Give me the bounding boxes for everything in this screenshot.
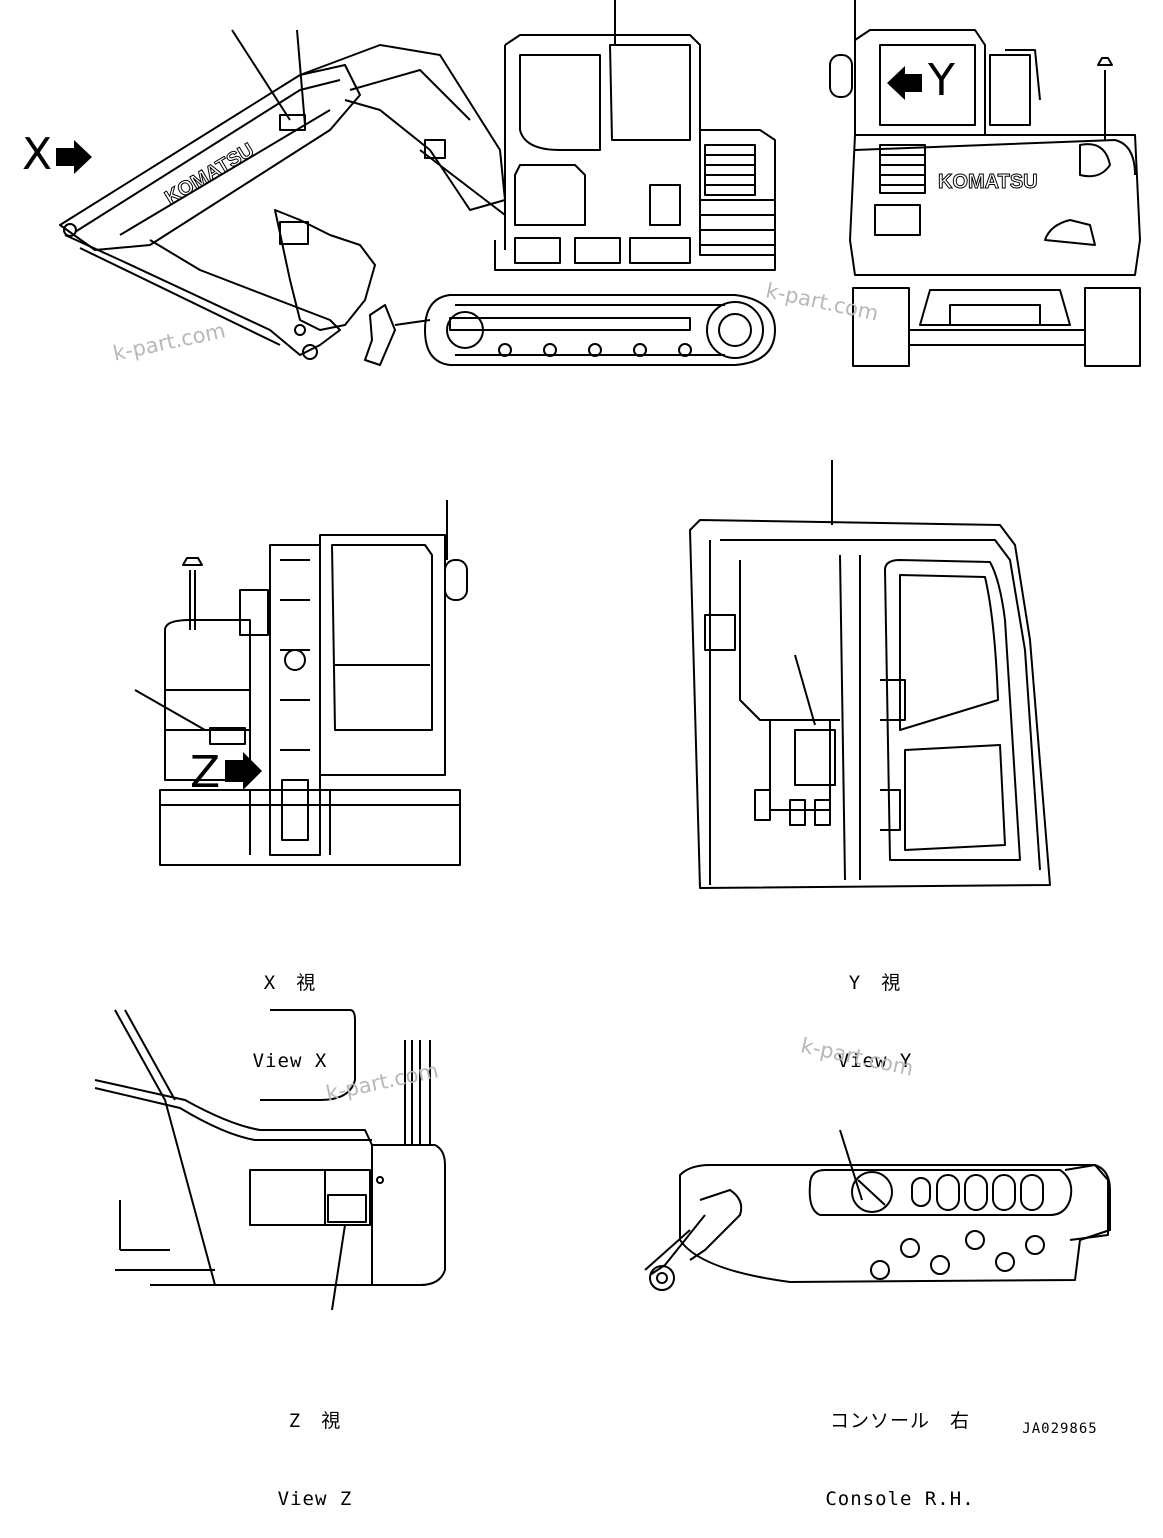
- view-x-drawing: [134, 500, 468, 866]
- caption-view-y: Y 視 View Y: [815, 918, 935, 1100]
- caption-view-x: X 視 View X: [230, 918, 350, 1100]
- excavator-side-view: [59, 0, 776, 366]
- excavator-rear-view: [829, 0, 1141, 367]
- arrow-y: [887, 66, 922, 100]
- marker-z: Z: [190, 747, 221, 798]
- marker-y: Y: [928, 55, 955, 106]
- caption-view-z-jp: Z 視: [288, 1410, 342, 1432]
- arrow-x: [56, 140, 92, 174]
- parts-diagram: KOMATSU KOMATSU: [56, 0, 1141, 1311]
- marker-x: X: [22, 129, 53, 180]
- caption-console-rh: コンソール 右 Console R.H.: [810, 1356, 990, 1538]
- console-rh-drawing: [644, 1129, 1111, 1291]
- caption-console-rh-en: Console R.H.: [825, 1488, 975, 1510]
- view-z-drawing: [94, 1009, 446, 1311]
- caption-view-z: Z 視 View Z: [255, 1356, 375, 1538]
- caption-view-x-jp: X 視: [263, 972, 317, 994]
- caption-view-y-jp: Y 視: [848, 972, 902, 994]
- caption-view-z-en: View Z: [277, 1488, 353, 1510]
- caption-console-rh-jp: コンソール 右: [829, 1410, 970, 1432]
- arrow-z: [225, 752, 262, 790]
- brand-label-rear: KOMATSU: [938, 171, 1038, 193]
- view-y-drawing: [689, 460, 1051, 889]
- drawing-number: JA029865: [1022, 1421, 1098, 1437]
- caption-view-x-en: View X: [252, 1050, 328, 1072]
- caption-view-y-en: View Y: [837, 1050, 913, 1072]
- brand-label: KOMATSU: [161, 139, 258, 209]
